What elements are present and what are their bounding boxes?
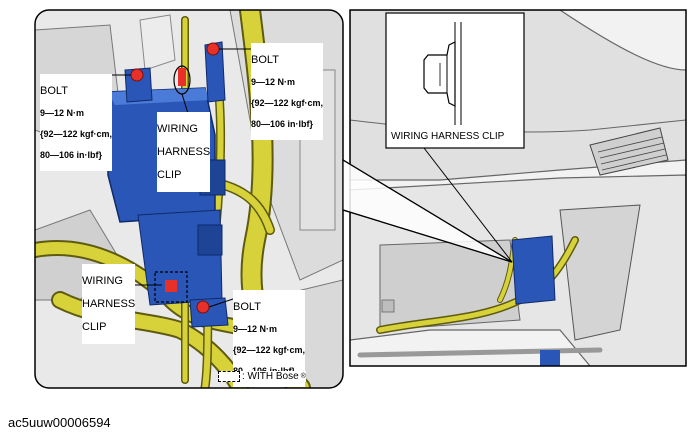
bolt-spec: 9—12 N·m [251, 77, 296, 87]
clip-label-upper: WIRING HARNESS CLIP [157, 112, 211, 192]
bolt-label-left: BOLT 9—12 N·m {92—122 kgf·cm, 80—106 in·… [40, 74, 113, 171]
clip-label-line: CLIP [82, 321, 107, 333]
bolt-label-top: BOLT 9—12 N·m {92—122 kgf·cm, 80—106 in·… [251, 43, 324, 140]
clip-label-line: WIRING [82, 275, 123, 287]
legend-mark: ® [300, 373, 306, 380]
bolt-spec: 80—106 in·lbf} [251, 119, 314, 129]
bolt-title: BOLT [40, 85, 68, 97]
bolt-spec: {92—122 kgf·cm, [40, 129, 113, 139]
reference-code: ac5uuw00006594 [8, 415, 111, 430]
bolt-spec: 9—12 N·m [40, 108, 85, 118]
legend-text: : WITH Bose [242, 371, 299, 382]
clip-label-lower: WIRING HARNESS CLIP [82, 264, 136, 344]
bolt-spec: 80—106 in·lbf} [40, 150, 103, 160]
inset-caption: WIRING HARNESS CLIP [391, 131, 505, 142]
callout-connector [342, 158, 513, 263]
clip-label-line: HARNESS [82, 298, 136, 310]
bolt-spec: {92—122 kgf·cm, [251, 98, 324, 108]
clip-label-line: WIRING [157, 123, 198, 135]
clip-label-line: HARNESS [157, 146, 211, 158]
bolt-markers [130, 42, 220, 314]
bolt-spec: 9—12 N·m [233, 324, 278, 334]
clip-inset [385, 12, 525, 263]
dashed-box-icon [218, 371, 240, 382]
bolt-title: BOLT [233, 301, 261, 313]
bolt-title: BOLT [251, 54, 279, 66]
bolt-spec: {92—122 kgf·cm, [233, 345, 306, 355]
legend: : WITH Bose® [218, 371, 306, 382]
clip-label-line: CLIP [157, 169, 182, 181]
